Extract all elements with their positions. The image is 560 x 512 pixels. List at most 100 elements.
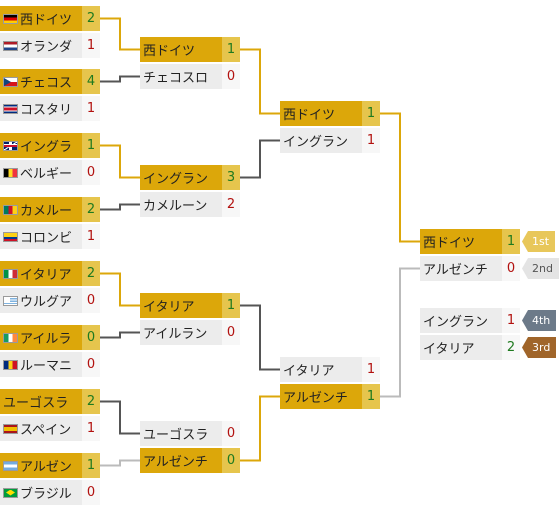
connector-line [240,48,280,115]
team-label: イングラ [20,140,73,155]
team-score: 1 [82,96,100,121]
team-label: アルゼンチ [143,455,208,470]
team-slot[interactable]: 西ドイツ 1 [140,37,240,62]
team-slot[interactable]: ルーマニ 0 [0,352,100,377]
team-label: チェコス [20,76,73,91]
flag-ie-icon [3,332,18,343]
team-label: ウルグア [20,295,73,310]
team-name: ブラジル [0,480,82,505]
team-score: 1 [222,37,240,62]
team-score: 1 [502,229,520,254]
team-label: カメルーン [143,199,208,214]
team-score: 1 [222,293,240,318]
team-name: チェコス [0,69,82,94]
team-score: 2 [82,6,100,31]
team-name: イタリア [280,357,362,382]
team-score: 1 [362,128,380,153]
flag-co-icon [3,231,18,242]
place-badge: 1st [522,231,556,252]
team-label: カメルー [20,204,73,219]
team-label: チェコスロ [143,71,209,86]
connector-line [100,203,140,211]
team-label: 西ドイツ [20,13,73,28]
flag-ro-icon [3,359,18,370]
team-label: 西ドイツ [423,236,476,251]
team-label: 西ドイツ [143,44,196,59]
connector-line [240,395,280,462]
connector-line [100,75,140,83]
team-name: アルゼン [0,453,82,478]
flag-br-icon [3,487,18,498]
team-name: アイルラ [0,325,82,350]
team-name: アイルラン [140,320,222,345]
team-score: 1 [502,308,520,333]
flag-cs-icon [3,76,18,87]
team-score: 0 [82,288,100,313]
team-score: 1 [82,224,100,249]
team-label: コスタリ [20,103,73,118]
connector-line [380,267,420,398]
team-label: 西ドイツ [283,108,336,123]
team-score: 0 [222,64,240,89]
team-slot[interactable]: カメルー 2 [0,197,100,222]
team-slot[interactable]: チェコス 4 [0,69,100,94]
team-score: 2 [82,197,100,222]
connector-line [100,17,140,51]
team-score: 2 [82,261,100,286]
team-label: イタリア [143,300,195,315]
team-score: 0 [222,448,240,473]
team-name: 西ドイツ [280,101,362,126]
flag-en-icon [3,140,18,151]
team-name: ベルギー [0,160,82,185]
team-name: イタリア [140,293,222,318]
team-score: 0 [222,320,240,345]
team-label: イタリア [423,342,475,357]
team-score: 1 [362,384,380,409]
team-slot[interactable]: コスタリ 1 [0,96,100,121]
team-label: スペイン [20,423,72,438]
team-score: 4 [82,69,100,94]
flag-cr-icon [3,103,18,114]
connector-line [100,400,140,435]
team-name: ユーゴスラ [0,389,82,414]
team-label: ユーゴスラ [143,428,209,443]
team-slot[interactable]: チェコスロ 0 [140,64,240,89]
team-slot[interactable]: 西ドイツ 1 [420,229,520,254]
team-slot[interactable]: アルゼンチ 0 [140,448,240,473]
connector-line [240,304,280,371]
team-name: イタリア [420,335,502,360]
team-slot[interactable]: ウルグア 0 [0,288,100,313]
team-score: 0 [82,352,100,377]
team-name: 西ドイツ [420,229,502,254]
connector-line [380,112,420,243]
team-label: イタリア [283,364,335,379]
team-label: オランダ [20,40,73,55]
team-label: ルーマニ [20,359,73,374]
team-slot[interactable]: 西ドイツ 2 [0,6,100,31]
team-name: コロンビ [0,224,82,249]
flag-it-icon [3,268,18,279]
team-slot[interactable]: イタリア 1 [140,293,240,318]
